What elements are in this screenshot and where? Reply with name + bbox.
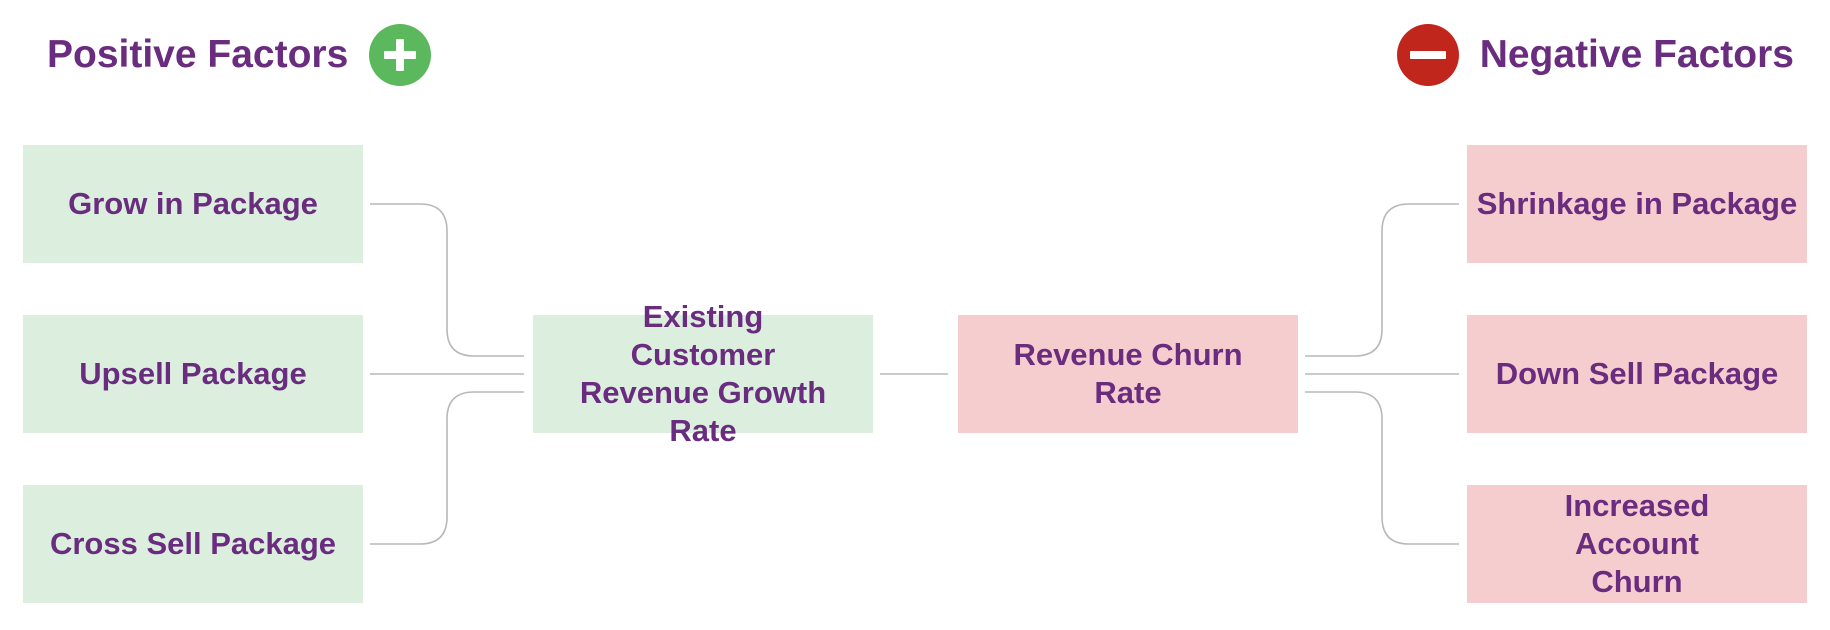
- node-label: Shrinkage in Package: [1476, 186, 1798, 221]
- node-label: Existing Customer Revenue Growth Rate: [579, 299, 827, 448]
- negative-factors-heading: Negative Factors: [1396, 22, 1794, 88]
- node-label: Increased Account Churn: [1564, 488, 1710, 599]
- connector-crosssell-to-growth-rate: [370, 391, 524, 545]
- plus-circle-icon: [369, 24, 432, 86]
- node-down-sell-package: Down Sell Package: [1467, 315, 1807, 433]
- negative-factors-title: Negative Factors: [1479, 33, 1794, 76]
- minus-circle-icon: [1396, 24, 1459, 86]
- positive-factors-heading: Positive Factors: [47, 22, 432, 88]
- node-revenue-churn-rate: Revenue Churn Rate: [958, 315, 1298, 433]
- node-label: Revenue Churn Rate: [1013, 337, 1243, 410]
- node-label: Upsell Package: [79, 356, 307, 391]
- node-increased-account-churn: Increased Account Churn: [1467, 485, 1807, 603]
- node-existing-customer-revenue-growth-rate: Existing Customer Revenue Growth Rate: [533, 299, 873, 448]
- connector-grow-to-growth-rate: [370, 203, 524, 357]
- node-upsell-package: Upsell Package: [23, 315, 363, 433]
- positive-factors-title: Positive Factors: [47, 33, 349, 76]
- node-shrinkage-in-package: Shrinkage in Package: [1467, 145, 1807, 263]
- node-label: Grow in Package: [68, 186, 318, 221]
- node-grow-in-package: Grow in Package: [23, 145, 363, 263]
- connector-churn-rate-to-shrinkage: [1305, 203, 1459, 357]
- connector-churn-rate-to-account-churn: [1305, 391, 1459, 545]
- node-label: Down Sell Package: [1495, 356, 1779, 391]
- node-cross-sell-package: Cross Sell Package: [23, 485, 363, 603]
- node-label: Cross Sell Package: [49, 526, 337, 561]
